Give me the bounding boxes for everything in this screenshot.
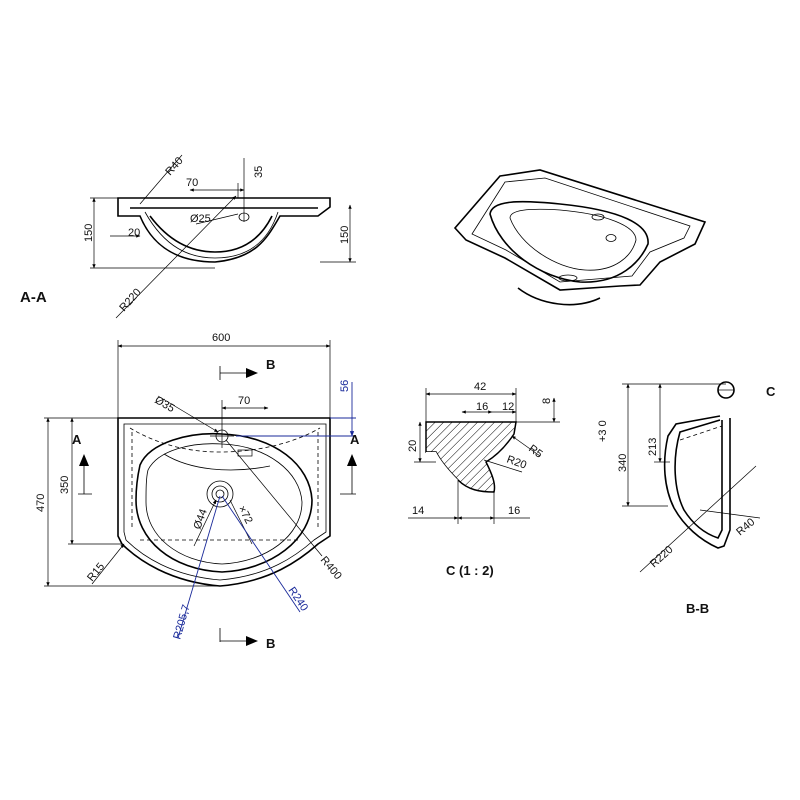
bb-label-340: 340 xyxy=(617,454,629,472)
bb-label-r40: R40 xyxy=(734,516,757,538)
plan-leader-d44 xyxy=(193,499,217,547)
iso-bowl xyxy=(489,200,649,283)
plan-view: 600 470 350 56 70 Ø35 R400 Ø44 ×72 R15 xyxy=(35,332,360,651)
view-label-aa: A-A xyxy=(20,289,47,306)
plan-leader-r240 xyxy=(221,495,301,613)
plan-label-350: 350 xyxy=(59,476,71,494)
bb-leader-r40 xyxy=(699,509,761,519)
bb-leader-r220 xyxy=(639,465,757,573)
plan-cut-a-right-arrow xyxy=(347,454,357,466)
plan-cut-a-right-label: A xyxy=(350,432,360,447)
plan-leader-r400 xyxy=(225,439,323,557)
plan-cut-b-bottom-label: B xyxy=(266,636,275,651)
plan-drain-outer xyxy=(206,480,234,508)
detail-c-label-16b: 16 xyxy=(508,505,520,517)
iso-overflow xyxy=(591,213,605,221)
plan-leader-r15 xyxy=(91,543,125,585)
plan-leader-d72 xyxy=(229,499,253,545)
section-aa: R40 35 70 Ø25 20 150 150 R220 A-A xyxy=(20,154,356,319)
detail-c-callout: C xyxy=(766,384,776,399)
detail-c-label-8: 8 xyxy=(541,398,553,404)
plan-bowl xyxy=(135,432,313,573)
plan-rim-outline xyxy=(123,423,327,581)
plan-cut-a-left-label: A xyxy=(72,432,82,447)
aa-label-150-left: 150 xyxy=(83,224,95,242)
detail-c-label-14: 14 xyxy=(412,505,424,517)
iso-top-outline xyxy=(453,169,707,291)
detail-c-label-20: 20 xyxy=(407,440,419,452)
plan-bowl-inner xyxy=(145,443,303,565)
plan-cut-b-top-arrow xyxy=(246,368,258,378)
iso-tap-hole xyxy=(605,234,617,242)
plan-cut-a-right-line xyxy=(340,466,356,495)
aa-bowl-wall xyxy=(144,211,279,259)
aa-outer-profile xyxy=(117,197,331,263)
plan-label-d35: Ø35 xyxy=(153,394,177,415)
view-label-c: C (1 : 2) xyxy=(446,563,494,578)
bb-label-tol: +3 0 xyxy=(597,420,609,442)
bb-outer-wall xyxy=(663,415,731,549)
plan-cut-b-top-line xyxy=(219,366,246,380)
view-label-bb: B-B xyxy=(686,601,709,616)
plan-label-70: 70 xyxy=(238,395,250,407)
aa-label-20: 20 xyxy=(128,227,140,239)
bb-label-213: 213 xyxy=(647,438,659,456)
plan-label-r2057: R205,7 xyxy=(171,603,192,640)
detail-c-leader-r5 xyxy=(511,435,541,457)
plan-leader-r2057 xyxy=(177,495,221,639)
aa-label-r220: R220 xyxy=(117,286,144,314)
plan-cut-b-top-label: B xyxy=(266,357,275,372)
bb-label-r220: R220 xyxy=(648,544,676,571)
plan-label-r15: R15 xyxy=(85,561,107,584)
aa-leader-r40 xyxy=(139,154,183,205)
detail-c-leader-r20 xyxy=(483,459,523,473)
aa-label-150-right: 150 xyxy=(339,226,351,244)
plan-cut-a-left-arrow xyxy=(79,454,89,466)
iso-drain xyxy=(558,274,578,282)
plan-overflow xyxy=(237,449,253,457)
plan-label-56: 56 xyxy=(339,380,351,392)
aa-leader-r220 xyxy=(115,195,237,319)
plan-label-r400: R400 xyxy=(318,554,344,582)
iso-rim xyxy=(471,177,691,283)
detail-c-label-r5: R5 xyxy=(526,443,544,461)
aa-leader-d25 xyxy=(195,213,239,225)
detail-c-label-12: 12 xyxy=(502,401,514,413)
plan-cut-b-bottom-line xyxy=(219,628,246,642)
section-bb: 340 +3 0 213 R40 R220 C B-B xyxy=(597,381,776,616)
aa-label-r40: R40 xyxy=(163,155,185,178)
bb-inner-wall xyxy=(674,419,723,539)
plan-label-d72: ×72 xyxy=(235,504,254,526)
plan-drain-core xyxy=(215,489,225,499)
isometric-view xyxy=(453,169,707,306)
detail-c: 42 16 12 8 20 R5 R20 14 16 C (1 : 2) xyxy=(407,381,560,578)
plan-cut-a-left-line xyxy=(78,466,92,495)
plan-bowl-shelf xyxy=(163,453,271,471)
detail-c-label-16a: 16 xyxy=(476,401,488,413)
detail-c-label-42: 42 xyxy=(474,381,486,393)
bb-shelf xyxy=(679,425,723,441)
aa-label-70: 70 xyxy=(186,177,198,189)
plan-label-r240: R240 xyxy=(286,585,311,614)
plan-rim-dashed xyxy=(129,427,321,530)
aa-inner-profile xyxy=(130,207,318,253)
plan-outline xyxy=(117,417,331,587)
aa-label-35: 35 xyxy=(253,166,265,178)
aa-label-d25: Ø25 xyxy=(190,213,211,225)
plan-label-600: 600 xyxy=(212,332,230,344)
iso-bowl-inner xyxy=(509,208,637,271)
plan-cut-b-bottom-arrow xyxy=(246,636,258,646)
plan-leader-d35 xyxy=(157,395,219,433)
detail-c-label-r20: R20 xyxy=(505,454,528,472)
plan-drain-inner xyxy=(211,485,229,503)
plan-label-470: 470 xyxy=(35,494,47,512)
iso-bowl-base xyxy=(517,287,601,306)
